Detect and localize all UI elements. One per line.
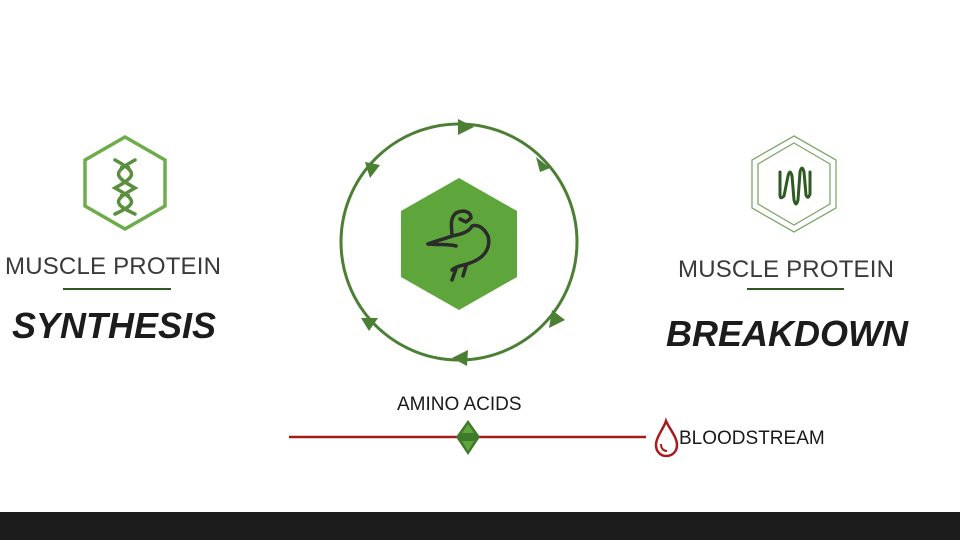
- breakdown-title: BREAKDOWN: [666, 313, 908, 354]
- cycle-arrowhead: [365, 162, 380, 178]
- circular-arrows: [339, 119, 579, 366]
- breakdown-header: MUSCLE PROTEIN: [678, 256, 895, 283]
- synthesis-title: SYNTHESIS: [12, 305, 217, 346]
- coil-icon: [751, 135, 837, 233]
- cycle-arrowhead: [361, 318, 378, 331]
- breakdown-divider: [747, 288, 844, 290]
- cycle-arrowhead: [536, 157, 550, 172]
- cycle-arrowhead: [458, 119, 474, 135]
- cycle-arrowhead: [549, 310, 565, 328]
- synthesis-divider: [63, 288, 171, 290]
- blood-drop-icon: [654, 417, 679, 458]
- footer-bar: [0, 512, 960, 540]
- synthesis-header: MUSCLE PROTEIN: [5, 253, 222, 280]
- flexed-arm-icon: [401, 178, 517, 310]
- amino-acids-label: AMINO ACIDS: [397, 394, 522, 415]
- bloodstream-label: BLOODSTREAM: [679, 428, 825, 449]
- amino-acids-marker: [456, 420, 480, 455]
- cycle-arrowhead: [452, 350, 468, 366]
- dna-icon: [83, 134, 167, 232]
